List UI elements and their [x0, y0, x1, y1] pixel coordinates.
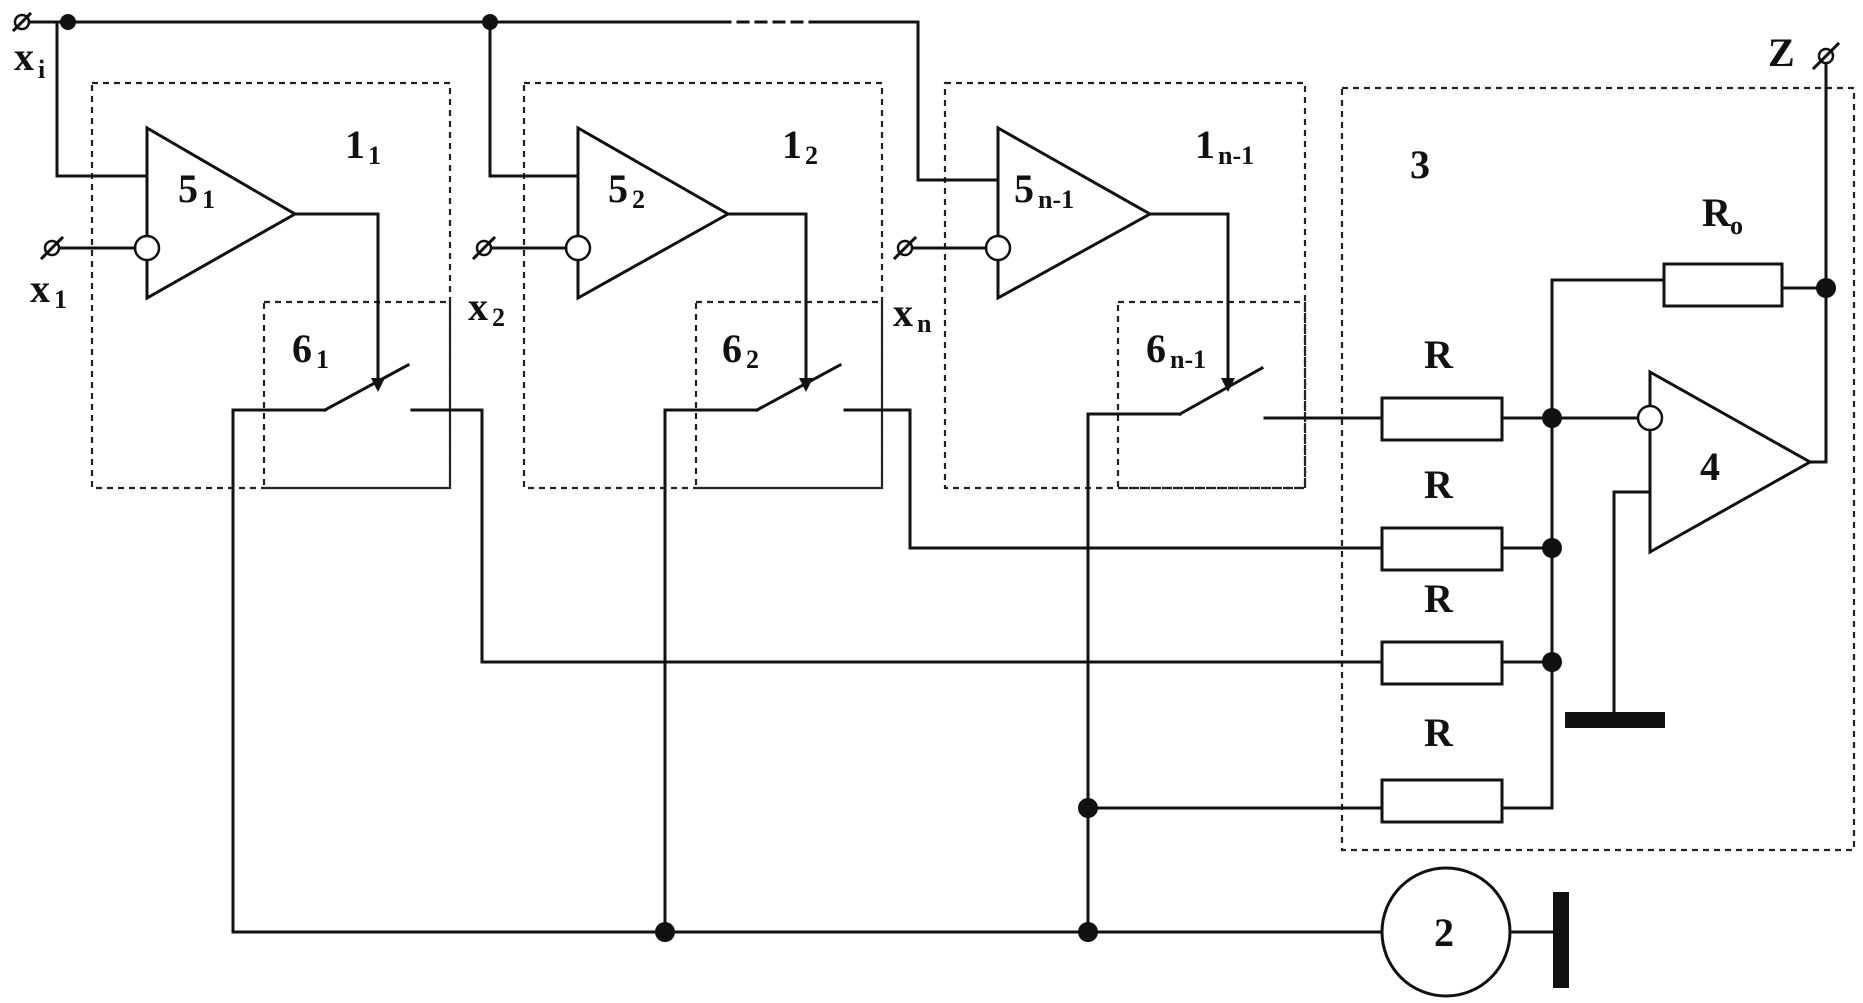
label-block-1-n-1-sub: n-1: [1218, 141, 1254, 170]
label-switch-6-n-1: 6: [1146, 326, 1166, 371]
opamp-4: [1650, 372, 1810, 552]
label-comparator-5-n-1: 5: [1014, 166, 1034, 211]
label-x2-sub: 2: [492, 303, 505, 332]
label-x2: x: [468, 284, 488, 329]
label-block-1-n-1: 1: [1195, 122, 1215, 167]
resistor-r-1: [1382, 398, 1502, 440]
reference-source-bus: [233, 868, 1569, 996]
label-output-z: Z: [1768, 30, 1795, 75]
label-comparator-5-n-1-sub: n-1: [1038, 185, 1074, 214]
label-block-1-2: 1: [782, 122, 802, 167]
label-xn: x: [893, 290, 913, 335]
comparator-5-2: [578, 128, 728, 298]
ground-icon: [1553, 892, 1569, 988]
label-comparator-5-1-sub: 1: [202, 185, 215, 214]
label-comparator-5-2-sub: 2: [632, 185, 645, 214]
label-switch-6-2-sub: 2: [746, 345, 759, 374]
block-1-2: [474, 22, 910, 932]
label-block-1-1-sub: 1: [368, 141, 381, 170]
label-resistor-ro: R: [1702, 190, 1732, 235]
label-comparator-5-2: 5: [608, 166, 628, 211]
junction-dot: [1542, 408, 1562, 428]
labels: x i x 1 x 2 x n 1 1 1 2 1 n-1 3 5 1 5 2 …: [14, 30, 1795, 955]
comparator-5-1: [147, 128, 295, 298]
label-block-1-1: 1: [345, 122, 365, 167]
block-1-n-1: [895, 83, 1382, 932]
junction-dot: [1078, 922, 1098, 942]
resistor-r-4: [1382, 780, 1502, 822]
label-x1-sub: 1: [54, 285, 67, 314]
inverting-input-icon: [135, 236, 159, 260]
label-xi: x: [14, 34, 34, 79]
junction-dot: [1542, 652, 1562, 672]
label-switch-6-n-1-sub: n-1: [1170, 345, 1206, 374]
junction-dot: [1542, 538, 1562, 558]
label-comparator-5-1: 5: [178, 166, 198, 211]
label-switch-6-1: 6: [292, 326, 312, 371]
label-switch-6-1-sub: 1: [316, 345, 329, 374]
label-switch-6-2: 6: [722, 326, 742, 371]
junction-dot: [60, 14, 76, 30]
label-xi-sub: i: [38, 55, 45, 84]
block-1-1: [42, 22, 482, 932]
label-xn-sub: n: [917, 309, 932, 338]
resistor-r-2: [1382, 528, 1502, 570]
label-block-1-2-sub: 2: [805, 141, 818, 170]
inverting-input-icon: [986, 236, 1010, 260]
junction-dot: [655, 922, 675, 942]
inverting-input-icon: [1638, 406, 1662, 430]
ground-icon: [1565, 712, 1665, 728]
label-resistor-ro-sub: o: [1730, 211, 1743, 240]
label-x1: x: [30, 266, 50, 311]
label-opamp-4: 4: [1700, 444, 1720, 489]
inverting-input-icon: [566, 236, 590, 260]
label-block-3: 3: [1410, 142, 1430, 187]
label-resistor-r-4: R: [1424, 710, 1454, 755]
label-resistor-r-2: R: [1424, 462, 1454, 507]
label-resistor-r-1: R: [1424, 332, 1454, 377]
block-3-summing-amplifier: [482, 44, 1854, 850]
junction-dot: [1078, 798, 1098, 818]
resistor-r-3: [1382, 642, 1502, 684]
label-source-2: 2: [1434, 910, 1454, 955]
label-resistor-r-3: R: [1424, 576, 1454, 621]
resistor-ro: [1664, 264, 1782, 306]
